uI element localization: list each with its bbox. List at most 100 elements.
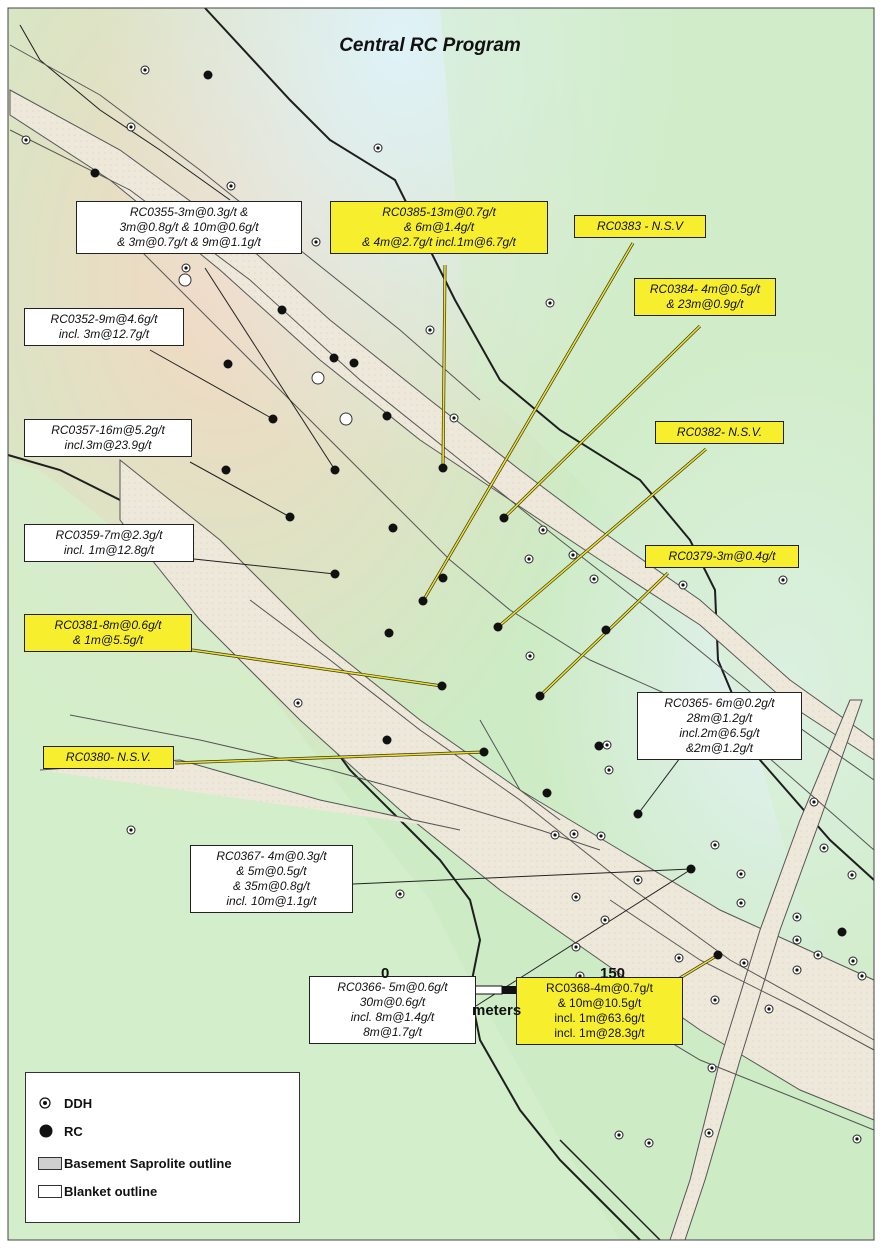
rc-hole [633,809,643,819]
leader-line [442,264,446,469]
label-line: RC0385-13m@0.7g/t [382,205,496,219]
ddh-hole [311,237,321,247]
rc-hole [601,625,611,635]
legend-rc: RC [38,1121,83,1141]
rc-hole [479,747,489,757]
ddh-hole [764,1004,774,1014]
label-line: RC0357-16m@5.2g/t [51,423,165,437]
label-line: RC0355-3m@0.3g/t & [129,205,249,219]
label-line: & 3m@0.7g/t & 9m@1.1g/t [117,235,261,249]
ddh-hole [589,574,599,584]
label-line: RC0380- N.S.V. [65,750,152,764]
rc-hole [594,741,604,751]
ddh-hole [181,263,191,273]
label-rc0367: RC0367- 4m@0.3g/t& 5m@0.5g/t& 35m@0.8g/t… [190,845,353,913]
label-line: & 1m@5.5g/t [72,633,144,647]
saprolite-band-south [119,458,875,1121]
rc-hole [686,864,696,874]
ddh-hole [395,889,405,899]
rc-hole [418,596,428,606]
label-rc0384: RC0384- 4m@0.5g/t& 23m@0.9g/t [634,278,776,316]
label-line: RC0368-4m@0.7g/t [546,981,653,995]
ddh-hole [602,740,612,750]
leader-line [191,649,443,687]
rc-hole [493,622,503,632]
label-rc0380: RC0380- N.S.V. [43,746,174,769]
ddh-hole [674,953,684,963]
leader-line [497,448,707,628]
leader-line [189,461,291,518]
legend: DDH RC Basement Saprolite outline Blanke… [25,1072,300,1223]
rc-hole [499,513,509,523]
leader-line [637,757,681,815]
rc-hole [437,681,447,691]
rc-hole [330,569,340,579]
label-rc0355: RC0355-3m@0.3g/t &3m@0.8g/t & 10m@0.6g/t… [76,201,302,254]
ddh-hole [792,965,802,975]
ddh-hole [425,325,435,335]
ddh-hole [852,1134,862,1144]
rc-hole [277,305,287,315]
ddh-hole [739,958,749,968]
label-line: 30m@0.6g/t [359,995,426,1009]
rc-hole [384,628,394,638]
saprolite-swatch-icon [38,1156,62,1170]
open-collar [178,273,192,287]
ddh-hole [736,898,746,908]
leader-line [503,325,701,519]
ddh-hole [538,525,548,535]
leader-line [475,869,691,1007]
ddh-hole [819,843,829,853]
label-line: RC0382- N.S.V. [676,425,763,439]
ddh-hole [550,830,560,840]
rc-hole [438,573,448,583]
leader-line [422,242,634,602]
label-line: RC0384- 4m@0.5g/t [649,282,761,296]
ddh-hole [596,831,606,841]
ddh-hole [604,765,614,775]
rc-hole [349,358,359,368]
label-line: incl. 8m@1.4g/t [350,1010,435,1024]
label-rc0381: RC0381-8m@0.6g/t& 1m@5.5g/t [24,614,192,652]
ddh-hole [524,554,534,564]
ddh-hole [792,912,802,922]
ddh-hole [707,1063,717,1073]
legend-saprolite: Basement Saprolite outline [38,1153,232,1173]
ddh-hole [633,875,643,885]
leader-line [174,751,485,764]
label-line: & 4m@2.7g/t incl.1m@6.7g/t [362,235,516,249]
ddh-hole [792,935,802,945]
label-line: incl.2m@6.5g/t [679,726,760,740]
leader-line [539,572,669,697]
ddh-hole [847,870,857,880]
label-line: incl. 3m@12.7g/t [58,327,150,341]
scale-label-start: 0 [381,965,390,982]
leader-line [204,267,336,471]
rc-hole [713,950,723,960]
label-rc0382: RC0382- N.S.V. [655,421,784,444]
label-line: & 23m@0.9g/t [666,297,744,311]
legend-ddh: DDH [38,1093,92,1113]
rc-hole [90,168,100,178]
label-line: 8m@1.7g/t [363,1025,422,1039]
ddh-hole [813,950,823,960]
label-line: incl. 10m@1.1g/t [226,894,317,908]
label-line: RC0352-9m@4.6g/t [50,312,158,326]
leader-line [193,558,336,575]
ddh-hole [678,580,688,590]
ddh-hole [373,143,383,153]
ddh-hole [226,181,236,191]
rc-hole [268,414,278,424]
legend-rc-label: RC [64,1123,83,1139]
ddh-hole [704,1128,714,1138]
ddh-hole [710,840,720,850]
label-line: RC0365- 6m@0.2g/t [664,696,775,710]
ddh-hole [21,135,31,145]
scale-unit: meters [472,1002,522,1019]
ddh-hole [848,956,858,966]
ddh-hole [569,829,579,839]
label-line: incl. 1m@12.8g/t [63,543,155,557]
